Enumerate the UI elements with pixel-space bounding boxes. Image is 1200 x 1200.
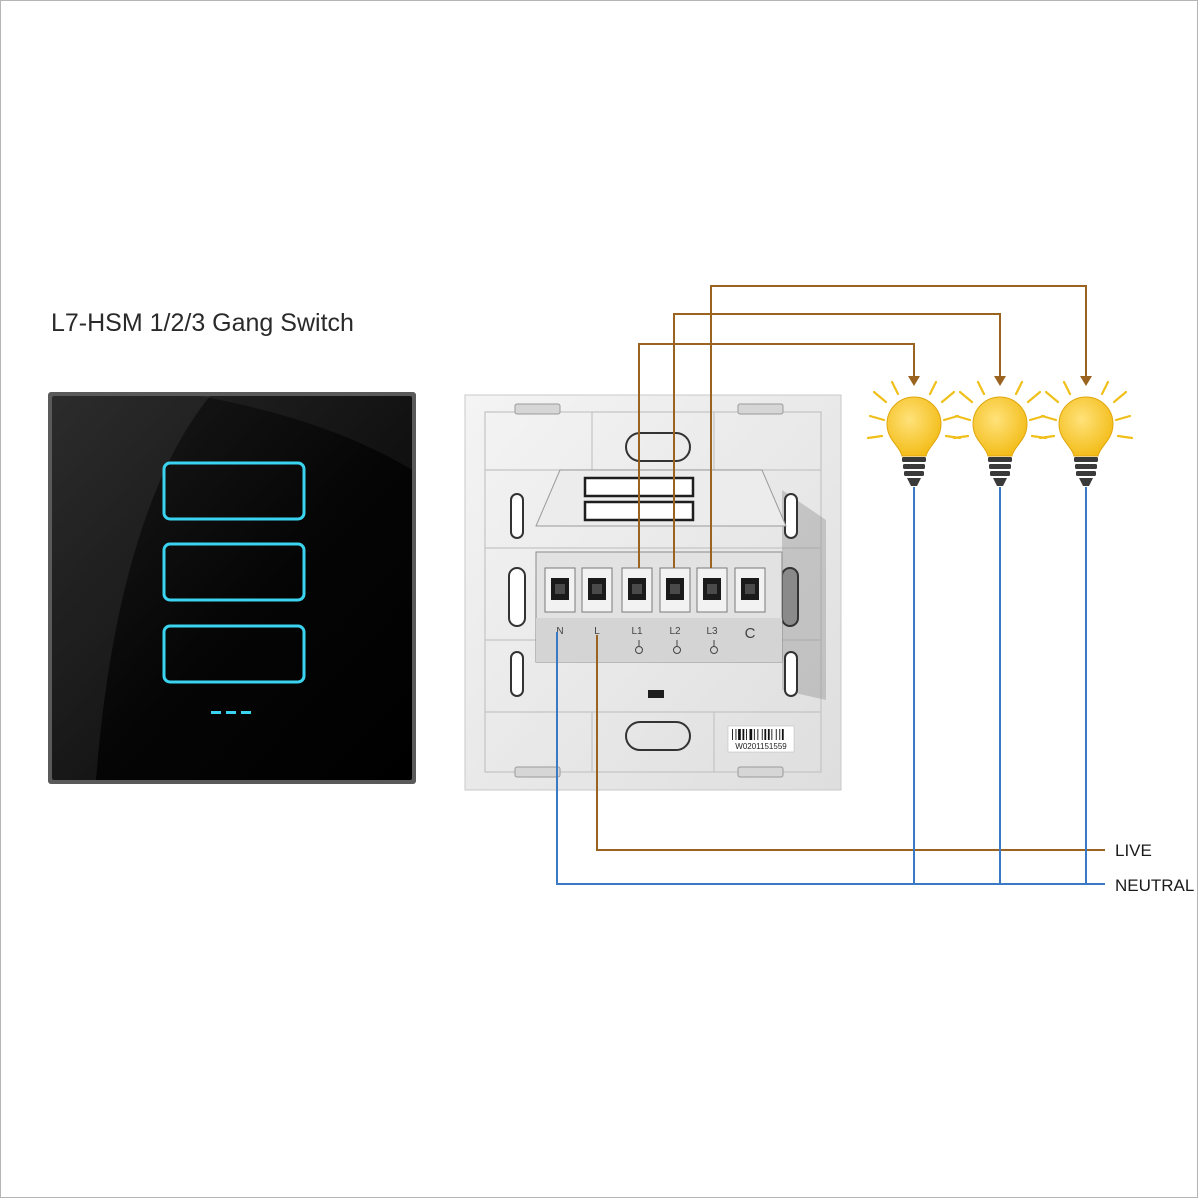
light-bulb-icon xyxy=(952,380,1048,486)
touch-button-1[interactable] xyxy=(162,461,306,521)
lamp-symbol-icon xyxy=(673,646,681,654)
status-indicator-dashes xyxy=(211,711,251,714)
plate-clips xyxy=(514,403,784,778)
glass-reflection-top xyxy=(200,396,412,470)
terminal-label-l: L xyxy=(594,626,600,637)
terminal-l3 xyxy=(696,567,728,613)
lamps xyxy=(866,380,1134,486)
wire-l2-to-lamp-2 xyxy=(673,313,1001,568)
switch-back-plate: N L L1 L2 L3 C W0201151559 xyxy=(464,394,842,791)
panel-glass xyxy=(52,396,412,780)
keyhole-mounts xyxy=(625,432,691,751)
block-shadow xyxy=(782,490,826,700)
terminal-l2 xyxy=(659,567,691,613)
switch-front-panel xyxy=(48,392,416,784)
terminal-l xyxy=(581,567,613,613)
wire-l3-to-lamp-3 xyxy=(710,285,1087,568)
diagram-title: L7-HSM 1/2/3 Gang Switch xyxy=(51,309,354,337)
touch-button-3[interactable] xyxy=(162,624,306,684)
lamp-symbol-icon xyxy=(710,646,718,654)
serial-barcode-sticker: W0201151559 xyxy=(727,725,795,753)
serial-number: W0201151559 xyxy=(735,742,787,751)
touch-button-2[interactable] xyxy=(162,542,306,602)
terminal-l1 xyxy=(621,567,653,613)
terminal-c xyxy=(734,567,766,613)
neutral-label: NEUTRAL xyxy=(1115,876,1194,895)
glass-reflection xyxy=(52,396,210,780)
terminal-label-l1: L1 xyxy=(631,626,643,637)
wire-arrowheads xyxy=(908,376,1092,386)
plate-connector xyxy=(648,690,664,698)
live-wire xyxy=(596,635,1105,851)
terminal-labels: N L L1 L2 L3 C xyxy=(556,625,756,654)
live-label: LIVE xyxy=(1115,841,1152,860)
terminal-slots xyxy=(544,567,766,613)
terminal-n xyxy=(544,567,576,613)
barcode xyxy=(732,729,784,740)
terminal-label-l3: L3 xyxy=(706,626,718,637)
light-bulb-icon xyxy=(866,380,962,486)
wire-l1-to-lamp-1 xyxy=(638,343,915,568)
light-bulb-icon xyxy=(1038,380,1134,486)
wires xyxy=(556,285,1105,885)
terminal-label-c: C xyxy=(745,625,756,642)
terminal-label-strip xyxy=(536,618,782,662)
neutral-wire xyxy=(556,632,1105,885)
terminal-label-n: N xyxy=(556,626,563,637)
lamp-symbol-icon xyxy=(635,646,643,654)
terminal-label-l2: L2 xyxy=(669,626,681,637)
mounting-slots xyxy=(508,493,799,697)
